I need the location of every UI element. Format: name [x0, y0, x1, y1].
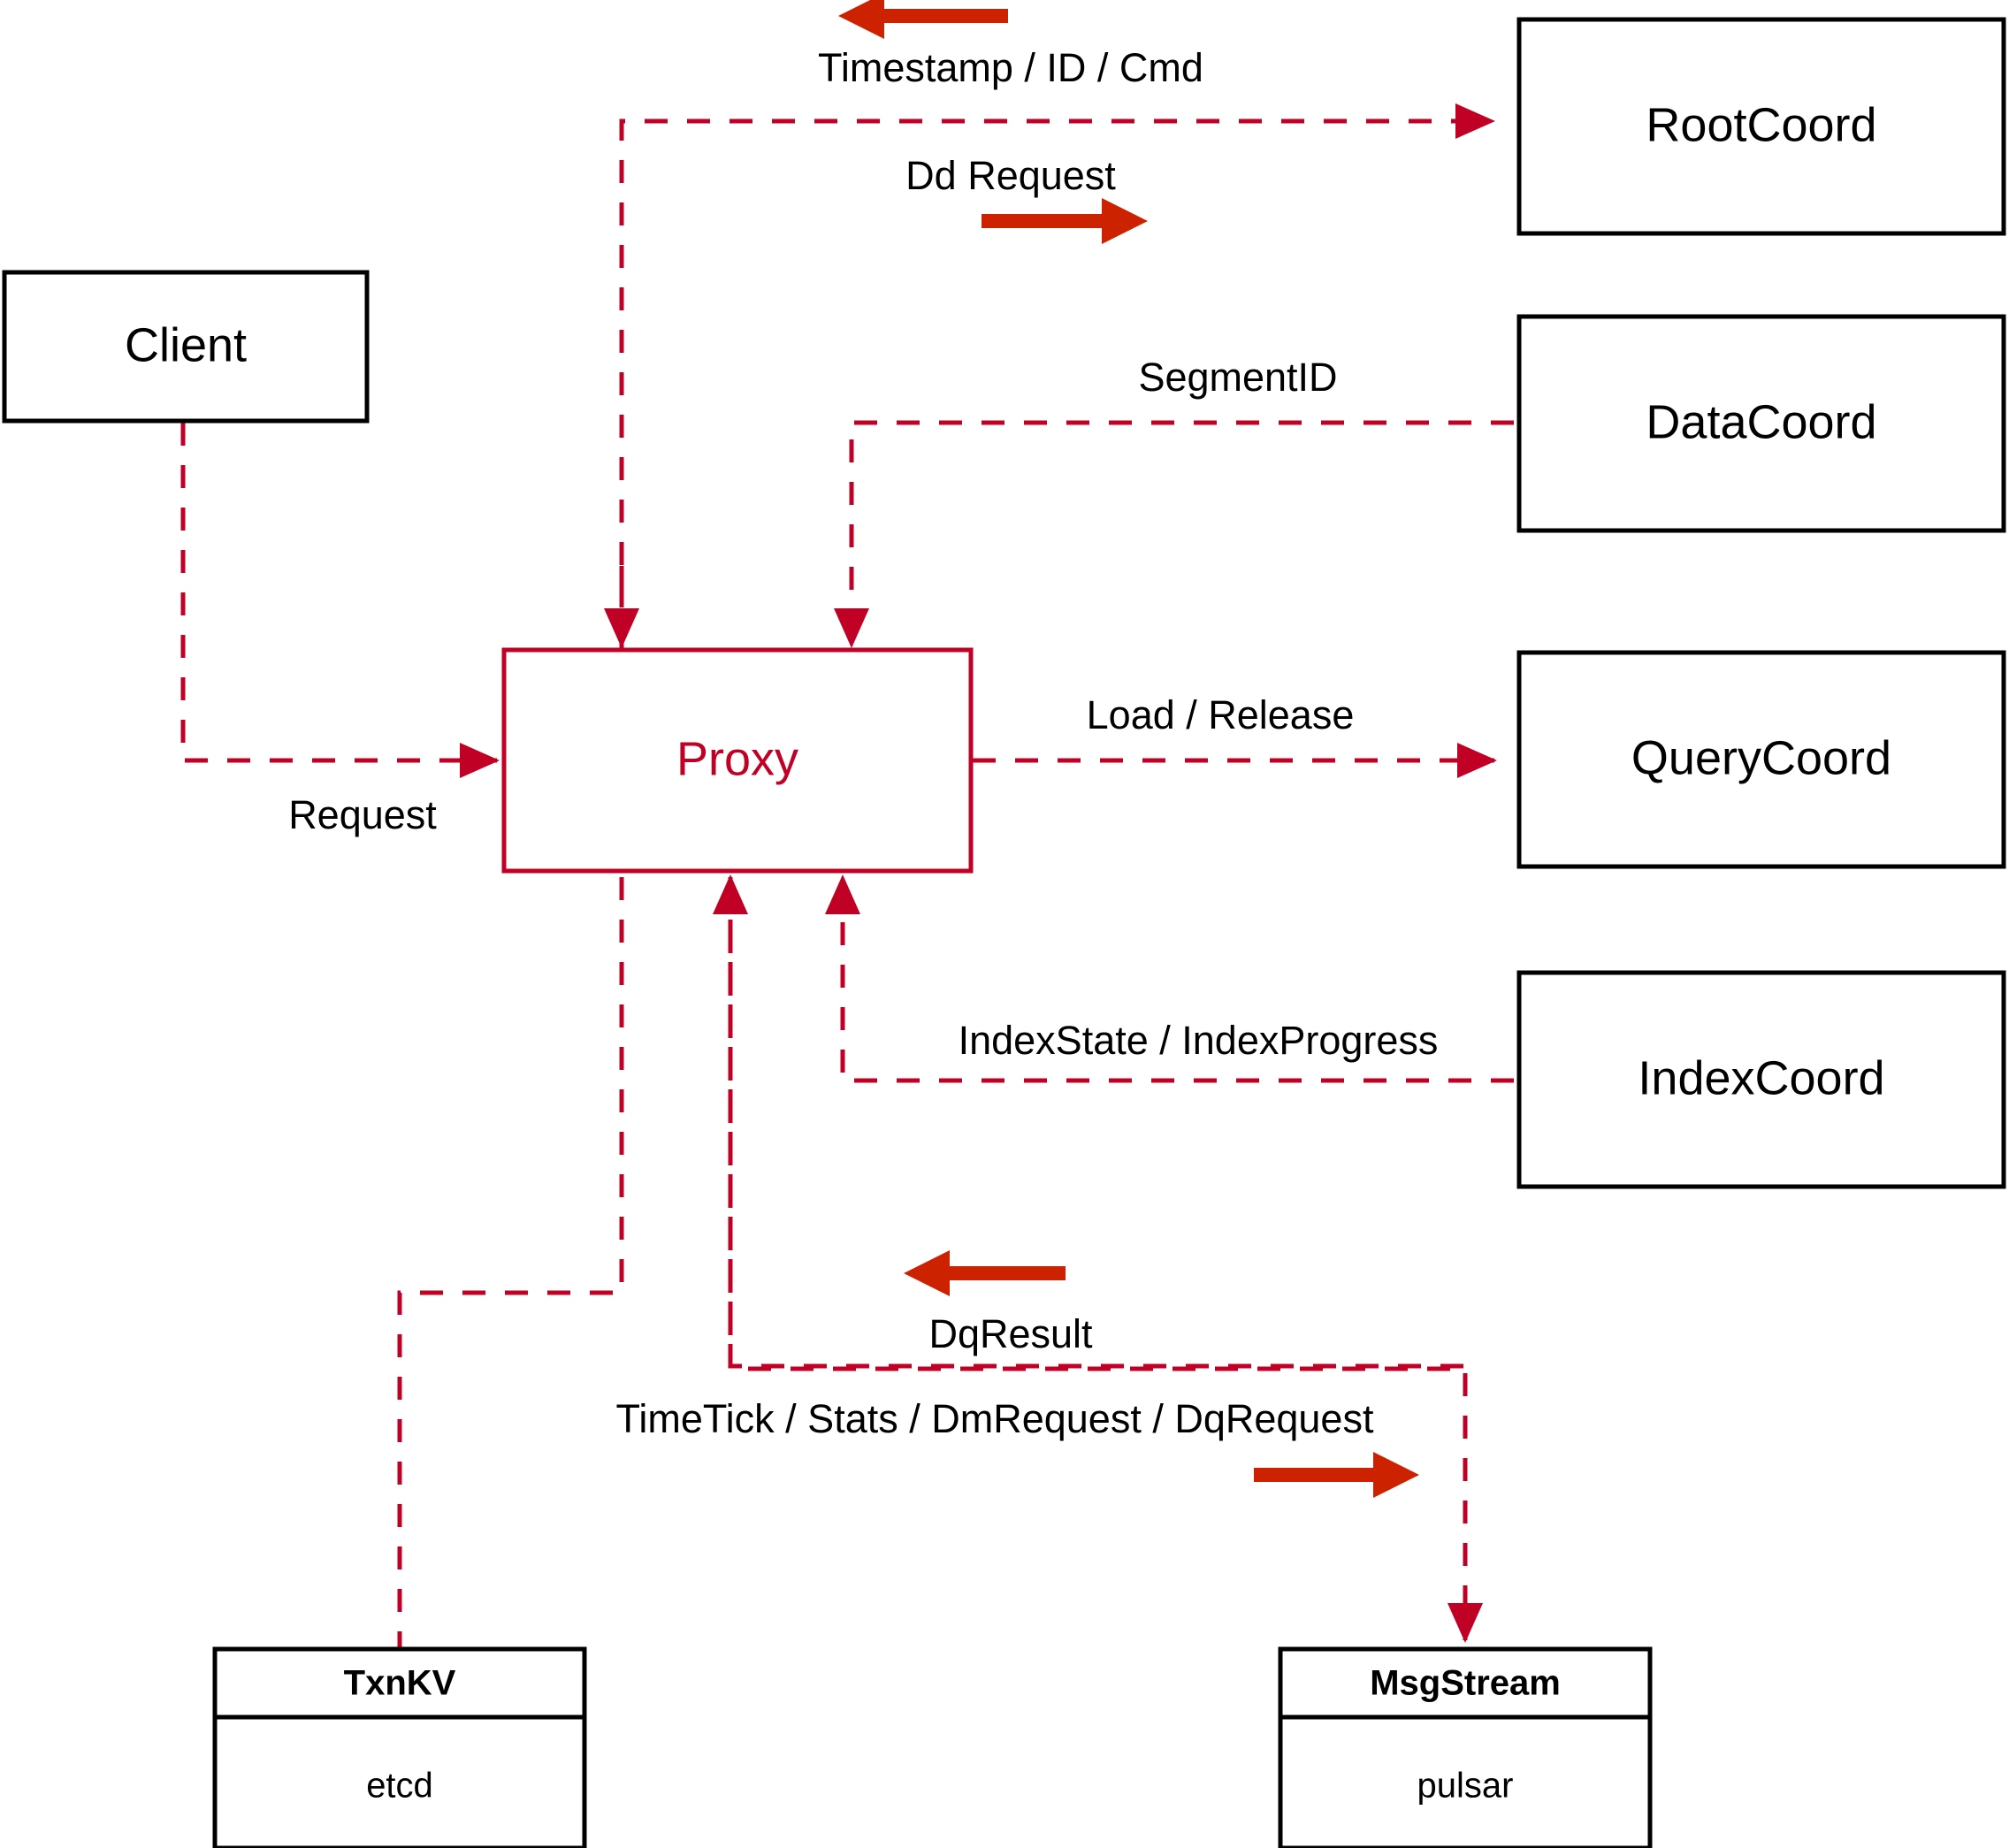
edge-label-segment-id: SegmentID: [1138, 355, 1337, 400]
node-indexcoord[interactable]: IndexCoord: [1516, 970, 2006, 1189]
edge-proxy-to-txnkv: [397, 877, 624, 1649]
edge-label-index-state-progress: IndexState / IndexProgress: [959, 1018, 1439, 1063]
node-rootcoord-label: RootCoord: [1646, 98, 1876, 151]
node-client-label: Client: [125, 318, 247, 371]
edge-msgstream-to-proxy: [713, 874, 1463, 1369]
node-client[interactable]: Client: [2, 270, 370, 424]
node-txnkv-impl: etcd: [366, 1767, 433, 1806]
edge-datacoord-to-proxy: [834, 420, 1514, 649]
node-msgstream-impl: pulsar: [1417, 1767, 1514, 1806]
node-txnkv[interactable]: TxnKV etcd: [212, 1646, 587, 1848]
node-msgstream-title: MsgStream: [1370, 1664, 1561, 1703]
node-proxy-label: Proxy: [676, 732, 798, 785]
edge-label-load-release: Load / Release: [1087, 692, 1355, 737]
edge-proxy-to-rootcoord: [619, 103, 1496, 650]
edge-client-to-proxy: [180, 423, 500, 778]
edge-label-request: Request: [288, 792, 437, 837]
direction-arrow-timetick-right: [1254, 1452, 1419, 1498]
edge-label-dd-request: Dd Request: [905, 153, 1116, 198]
edge-indexcoord-to-proxy: [825, 874, 1514, 1083]
node-querycoord[interactable]: QueryCoord: [1516, 650, 2006, 869]
node-datacoord[interactable]: DataCoord: [1516, 314, 2006, 533]
direction-arrow-timestamp-left: [838, 0, 1008, 39]
node-querycoord-label: QueryCoord: [1631, 731, 1891, 784]
node-rootcoord[interactable]: RootCoord: [1516, 17, 2006, 236]
node-indexcoord-label: IndexCoord: [1638, 1051, 1884, 1104]
node-proxy[interactable]: Proxy: [501, 647, 974, 874]
direction-arrow-dqresult-left: [904, 1250, 1066, 1296]
edge-label-dq-result: DqResult: [928, 1311, 1093, 1356]
direction-arrow-dd-request-right: [982, 198, 1148, 244]
edge-label-timetick-stats-dm-dq: TimeTick / Stats / DmRequest / DqRequest: [616, 1396, 1374, 1441]
node-txnkv-title: TxnKV: [344, 1664, 456, 1703]
edge-proxy-to-msgstream: [728, 877, 1483, 1644]
node-msgstream[interactable]: MsgStream pulsar: [1278, 1646, 1653, 1848]
edge-label-timestamp-id-cmd: Timestamp / ID / Cmd: [818, 45, 1203, 90]
node-datacoord-label: DataCoord: [1646, 395, 1876, 448]
